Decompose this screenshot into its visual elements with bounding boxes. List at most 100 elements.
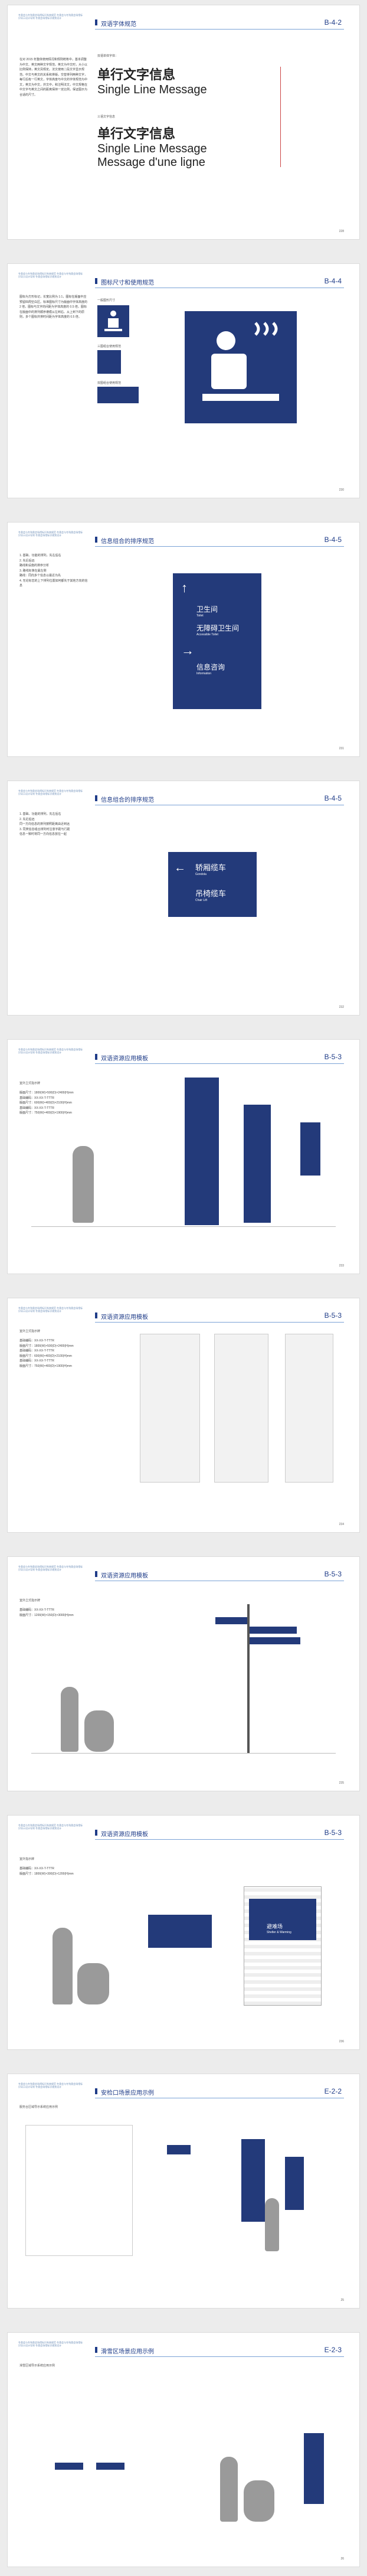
page-code: E-2-3 (324, 2346, 342, 2354)
wall-sign (148, 1915, 212, 1948)
title-bar (95, 278, 97, 284)
signpost-short (300, 1122, 320, 1176)
page-title: 双语资源应用模板 (101, 1573, 148, 1579)
demo2-en: Single Line Message (97, 142, 207, 155)
header-text: 冬奥会与冬残奥会场馆标识系统规范 冬奥会与冬残奥会场馆标识导示设计导则 冬奥会场… (18, 1565, 83, 1571)
page-code: B-4-4 (324, 277, 342, 285)
row-en: Gondola (195, 873, 207, 876)
page-title: 信息组合的排序规范 (101, 797, 154, 804)
page-b-4-2: 冬奥会与冬残奥会场馆标识系统规范 冬奥会与冬残奥会场馆标识导示设计导则 冬奥会场… (7, 5, 360, 240)
row-en: Information (196, 672, 212, 675)
spec-key: 版面尺寸 (19, 1111, 32, 1115)
title-bar (95, 795, 97, 801)
page-b-5-3-b: 冬奥会与冬残奥会场馆标识系统规范 冬奥会与冬残奥会场馆标识导示设计导则 冬奥会场… (7, 1298, 360, 1533)
header-text: 冬奥会与冬残奥会场馆标识系统规范 冬奥会与冬残奥会场馆标识导示设计导则 冬奥会场… (18, 789, 83, 795)
shelter-en: Shelter & Warming (267, 1931, 291, 1934)
title-bar (95, 537, 97, 543)
divider (95, 546, 344, 547)
spec-line: 版面尺寸：750(W)×400(D)×1900(H)mm (19, 1364, 72, 1368)
spec-list: 基础编码：XX-XX-T-TTTR 版面尺寸：1800(W)×300(D)×12… (19, 1866, 74, 1876)
spec-key: 基础编码 (19, 1359, 32, 1363)
dimension-marks (280, 67, 316, 167)
header-text: 冬奥会与冬残奥会场馆标识系统规范 冬奥会与冬残奥会场馆标识导示设计导则 冬奥会场… (18, 1824, 83, 1830)
construction-drawing (214, 1334, 268, 1483)
divider (95, 1322, 344, 1323)
totem-sign (285, 2157, 304, 2210)
spec-line: 版面尺寸：1200(W)×150(D)×3000(H)mm (19, 1613, 74, 1617)
signpost-medium (244, 1105, 271, 1223)
spec-key: 基础编码 (19, 1096, 32, 1100)
spec-key: 版面尺寸 (19, 1354, 32, 1358)
person-silhouette (220, 2457, 238, 2522)
demo2-cn: 单行文字信息 (97, 126, 176, 141)
spec-line: 基础编码：XX-XX-T-TTTR (19, 1106, 54, 1110)
spec-key: 基础编码 (19, 1339, 32, 1343)
spec-key: 版面尺寸 (19, 1613, 32, 1617)
page-title: 双语资源应用模板 (101, 1831, 148, 1838)
header-text: 冬奥会与冬残奥会场馆标识系统规范 冬奥会与冬残奥会场馆标识导示设计导则 冬奥会场… (18, 2341, 83, 2347)
header-text: 冬奥会与冬残奥会场馆标识系统规范 冬奥会与冬残奥会场馆标识导示设计导则 冬奥会场… (18, 1048, 83, 1054)
lift-sign: ← 轿厢缆车 Gondola 吊椅缆车 Chair Lift (168, 852, 257, 917)
page-title: 信息组合的排序规范 (101, 538, 154, 545)
header-text: 冬奥会与冬残奥会场馆标识系统规范 冬奥会与冬残奥会场馆标识导示设计导则 冬奥会场… (18, 1307, 83, 1313)
totem-sign (241, 2139, 265, 2222)
spec-key: 基础编码 (19, 1608, 32, 1612)
shelter-cn: 避难场 (267, 1924, 283, 1929)
spec-list: 基础编码：XX-XX-T-TTTR 版面尺寸：1200(W)×150(D)×30… (19, 1608, 74, 1618)
spec-value: XX-XX-T-TTTR (34, 1349, 54, 1353)
title-bar (95, 1313, 97, 1318)
body-text: 图标为方形标记，长宽比例为 1:1，图标在版面中应预留四周空白区。标准图标尺寸为… (19, 295, 88, 319)
spec-value: 750(W)×400(D)×1900(H)mm (34, 1111, 72, 1115)
row-cn: 信息咨询 (196, 663, 225, 671)
page-title: 双语资源应用模板 (101, 1056, 148, 1062)
direction-sign: ↑ 卫生间 Toilet 无障碍卫生间 Accessible Toilet → … (173, 573, 261, 709)
spec-value: XX-XX-T-TTTR (34, 1106, 54, 1110)
construction-drawing (140, 1334, 200, 1483)
page-e-2-2: 冬奥会与冬残奥会场馆标识系统规范 冬奥会与冬残奥会场馆标识导示设计导则 冬奥会场… (7, 2074, 360, 2309)
demo-box-2: 单行文字信息 Single Line Message Message d'une… (97, 123, 274, 177)
row-en: Accessible Toilet (196, 633, 218, 636)
sign-row: 吊椅缆车 Chair Lift (195, 887, 226, 902)
page-code: B-5-3 (324, 1829, 342, 1837)
spec-line: 版面尺寸：1800(W)×300(D)×1200(H)mm (19, 1872, 74, 1876)
demo-en: Single Line Message (97, 83, 207, 96)
spec-list: 基础编码：XX-XX-T-TTTR 版面尺寸：1800(W)×500(D)×24… (19, 1338, 74, 1369)
totem-sign (304, 2433, 324, 2504)
row-en: Toilet (196, 614, 204, 618)
section-heading: 室外立式指示牌 (19, 1599, 41, 1602)
page-number: 234 (339, 1523, 344, 1526)
body-text: 1. 基础、功能的排列，先左后右 2. 先近后远 路线和设施的排序分析 3. 路… (19, 554, 88, 587)
person-silhouette (73, 1146, 94, 1223)
spec-value: 600(W)×400(D)×2100(H)mm (34, 1354, 72, 1358)
spec-value: 1800(W)×500(D)×2400(H)mm (34, 1344, 74, 1348)
spec-value: 1200(W)×150(D)×3000(H)mm (34, 1613, 74, 1617)
demo-box-1: 单行文字信息 Single Line Message (97, 64, 274, 100)
header-text: 冬奥会与冬残奥会场馆标识系统规范 冬奥会与冬残奥会场馆标识导示设计导则 冬奥会场… (18, 2082, 83, 2088)
title-bar (95, 2347, 97, 2353)
page-title: 安检口场景应用示例 (101, 2090, 154, 2097)
section-heading: 服务台区域导示系统应用示例 (19, 2105, 58, 2109)
section-heading: 室外指示牌 (19, 1857, 35, 1861)
page-code: E-2-2 (324, 2087, 342, 2095)
page-number: 26 (340, 2557, 344, 2561)
ground-line (31, 1226, 336, 1227)
spec-key: 版面尺寸 (19, 1344, 32, 1348)
icon-small-row (97, 387, 139, 403)
spec-line: 版面尺寸：750(W)×400(D)×1900(H)mm (19, 1111, 72, 1115)
spec-key: 基础编码 (19, 1349, 32, 1353)
spec-line: 基础编码：XX-XX-T-TTTR (19, 1096, 54, 1100)
page-e-2-3: 冬奥会与冬残奥会场馆标识系统规范 冬奥会与冬残奥会场馆标识导示设计导则 冬奥会场… (7, 2332, 360, 2567)
page-title: 滑雪区场景应用示例 (101, 2349, 154, 2355)
demo2-label: 三语文字信息 (97, 115, 116, 119)
spec-list: 版面尺寸：1800(W)×500(D)×2400(H)mm 基础编码：XX-XX… (19, 1091, 74, 1116)
icon-large (97, 305, 129, 337)
icon-xl (185, 311, 297, 423)
arrow-left-icon: ← (174, 861, 186, 874)
header-text: 冬奥会与冬残奥会场馆标识系统规范 冬奥会与冬残奥会场馆标识导示设计导则 冬奥会场… (18, 531, 83, 537)
divider (95, 2356, 344, 2357)
finger-sign (215, 1617, 247, 1624)
title-bar (95, 1830, 97, 1836)
label-2: 三图组合使用规范 (97, 345, 122, 348)
spec-line: 版面尺寸：1800(W)×500(D)×2400(H)mm (19, 1344, 74, 1348)
demo2-fr: Message d'une ligne (97, 156, 205, 169)
